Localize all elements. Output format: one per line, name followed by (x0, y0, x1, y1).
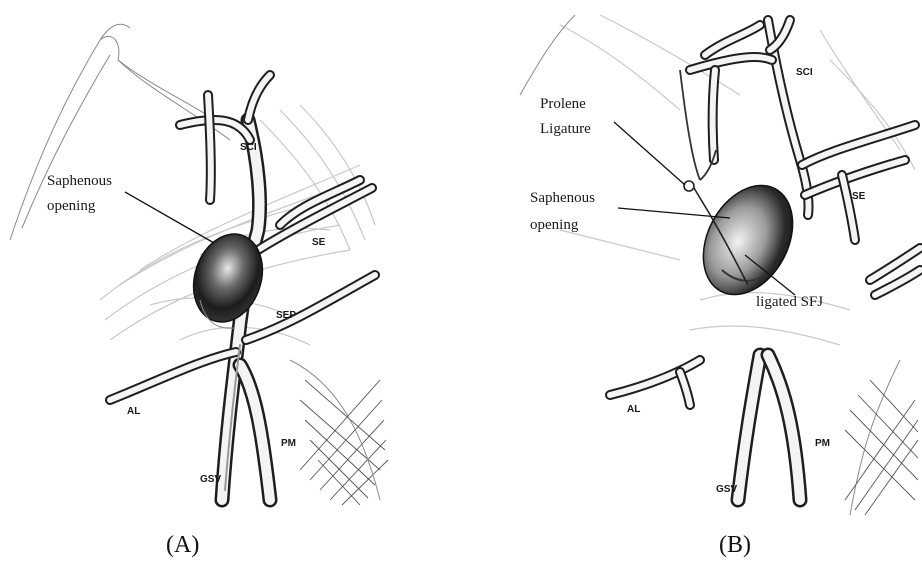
panel-a-pm-label: PM (281, 438, 296, 449)
panel-b-saphenous-label-1: Saphenous (530, 190, 595, 206)
panel-a-al-label: AL (127, 406, 140, 417)
panel-b-al-label: AL (627, 404, 640, 415)
panel-b-saphenous-opening (685, 170, 810, 310)
panel-a-body-outline (10, 24, 230, 240)
panel-a-hatching (290, 360, 388, 505)
panel-b-prolene-leader (614, 122, 685, 185)
panel-a-saphenous-leader (125, 192, 214, 243)
panel-a-caption: (A) (166, 532, 199, 558)
panel-b-prolene-label-2: Ligature (540, 121, 591, 137)
panel-a-gsv-label: GSV (200, 474, 221, 485)
panel-a: Saphenous opening SCI SE SEP AL PM GSV (… (10, 24, 388, 558)
panel-b-saphenous-leader (618, 208, 730, 218)
panel-b-sci-label: SCI (796, 67, 813, 78)
panel-a-sci-label: SCI (240, 142, 257, 153)
panel-b: Prolene Ligature Saphenous opening ligat… (520, 15, 920, 558)
panel-b-saphenous-label-2: opening (530, 217, 579, 233)
panel-a-se-label: SE (312, 237, 326, 248)
panel-b-gsv-label: GSV (716, 484, 737, 495)
panel-a-saphenous-label-1: Saphenous (47, 173, 112, 189)
panel-b-ligated-sfj-label: ligated SFJ (756, 294, 823, 310)
panel-b-caption: (B) (719, 532, 751, 558)
panel-a-saphenous-label-2: opening (47, 198, 96, 214)
panel-b-pm-label: PM (815, 438, 830, 449)
panel-b-prolene-label-1: Prolene (540, 96, 586, 112)
panel-b-se-label: SE (852, 191, 866, 202)
panel-a-sep-label: SEP (276, 310, 296, 321)
